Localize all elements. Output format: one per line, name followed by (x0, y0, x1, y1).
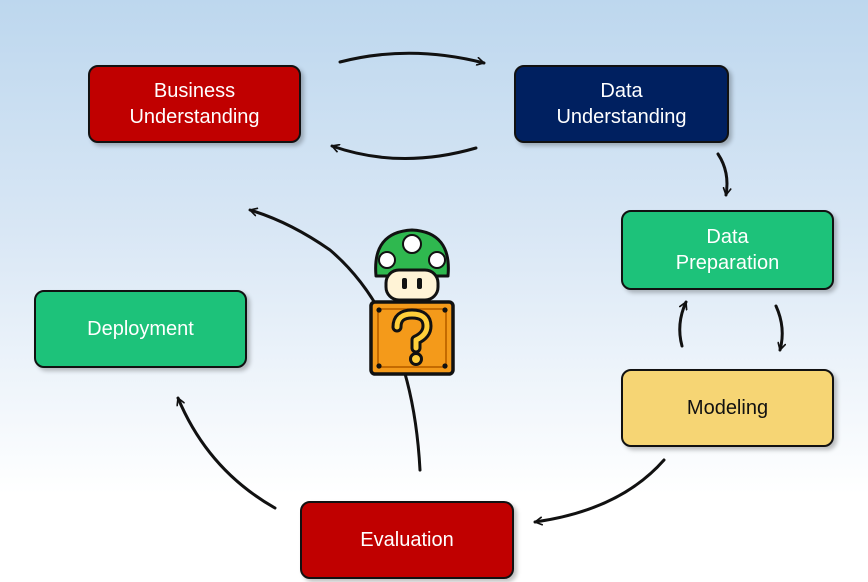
node-data-understanding: Data Understanding (514, 65, 729, 143)
arrow-modeling-to-preparation (678, 300, 688, 348)
mushroom-question-block-icon (369, 228, 455, 376)
node-deployment: Deployment (34, 290, 247, 368)
arrow-data-understanding-to-preparation (716, 152, 727, 197)
node-label: Data Understanding (556, 80, 687, 128)
arrow-business-to-data-understanding (338, 51, 486, 63)
node-label: Data Preparation (675, 226, 780, 274)
arrow-preparation-to-modeling (774, 304, 782, 352)
arrow-evaluation-to-business (248, 210, 422, 472)
node-business-understanding: Business Understanding (88, 65, 301, 143)
arrow-evaluation-to-deployment (178, 396, 277, 510)
node-evaluation: Evaluation (300, 501, 514, 579)
node-label: Deployment (87, 318, 194, 340)
node-label: Business Understanding (129, 80, 260, 128)
arrow-data-understanding-to-business (330, 146, 478, 161)
node-modeling: Modeling (621, 369, 834, 447)
node-label: Modeling (686, 397, 769, 419)
node-label: Evaluation (360, 529, 454, 551)
arrow-modeling-to-evaluation (533, 458, 666, 522)
node-data-preparation: Data Preparation (621, 210, 834, 290)
